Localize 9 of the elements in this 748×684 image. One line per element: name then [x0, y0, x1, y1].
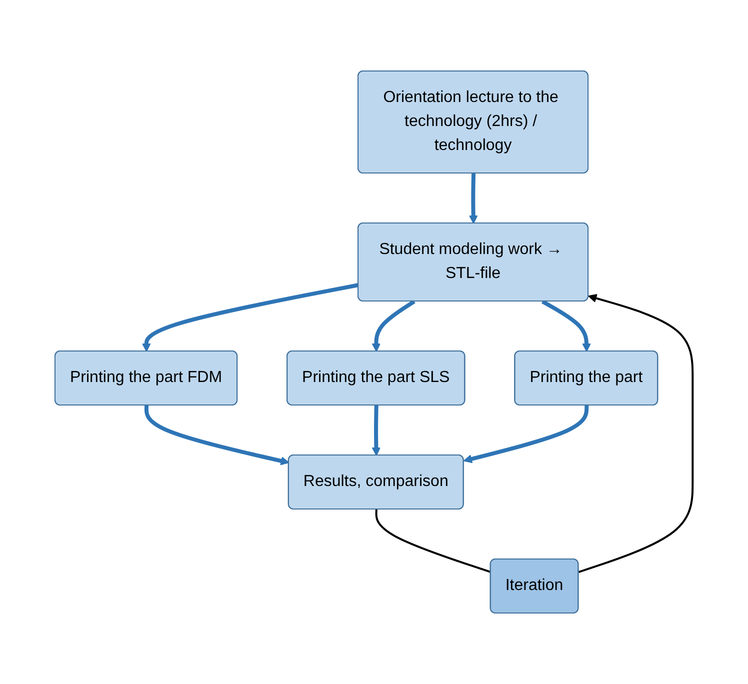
- arrow: [542, 300, 592, 352]
- arrow: [372, 405, 381, 456]
- arrow: [144, 405, 290, 466]
- arrow: [469, 173, 478, 224]
- arrow: [464, 405, 589, 464]
- arrow: [372, 300, 416, 352]
- arrow: [578, 294, 694, 574]
- arrow: [142, 283, 360, 352]
- connector: [375, 509, 492, 574]
